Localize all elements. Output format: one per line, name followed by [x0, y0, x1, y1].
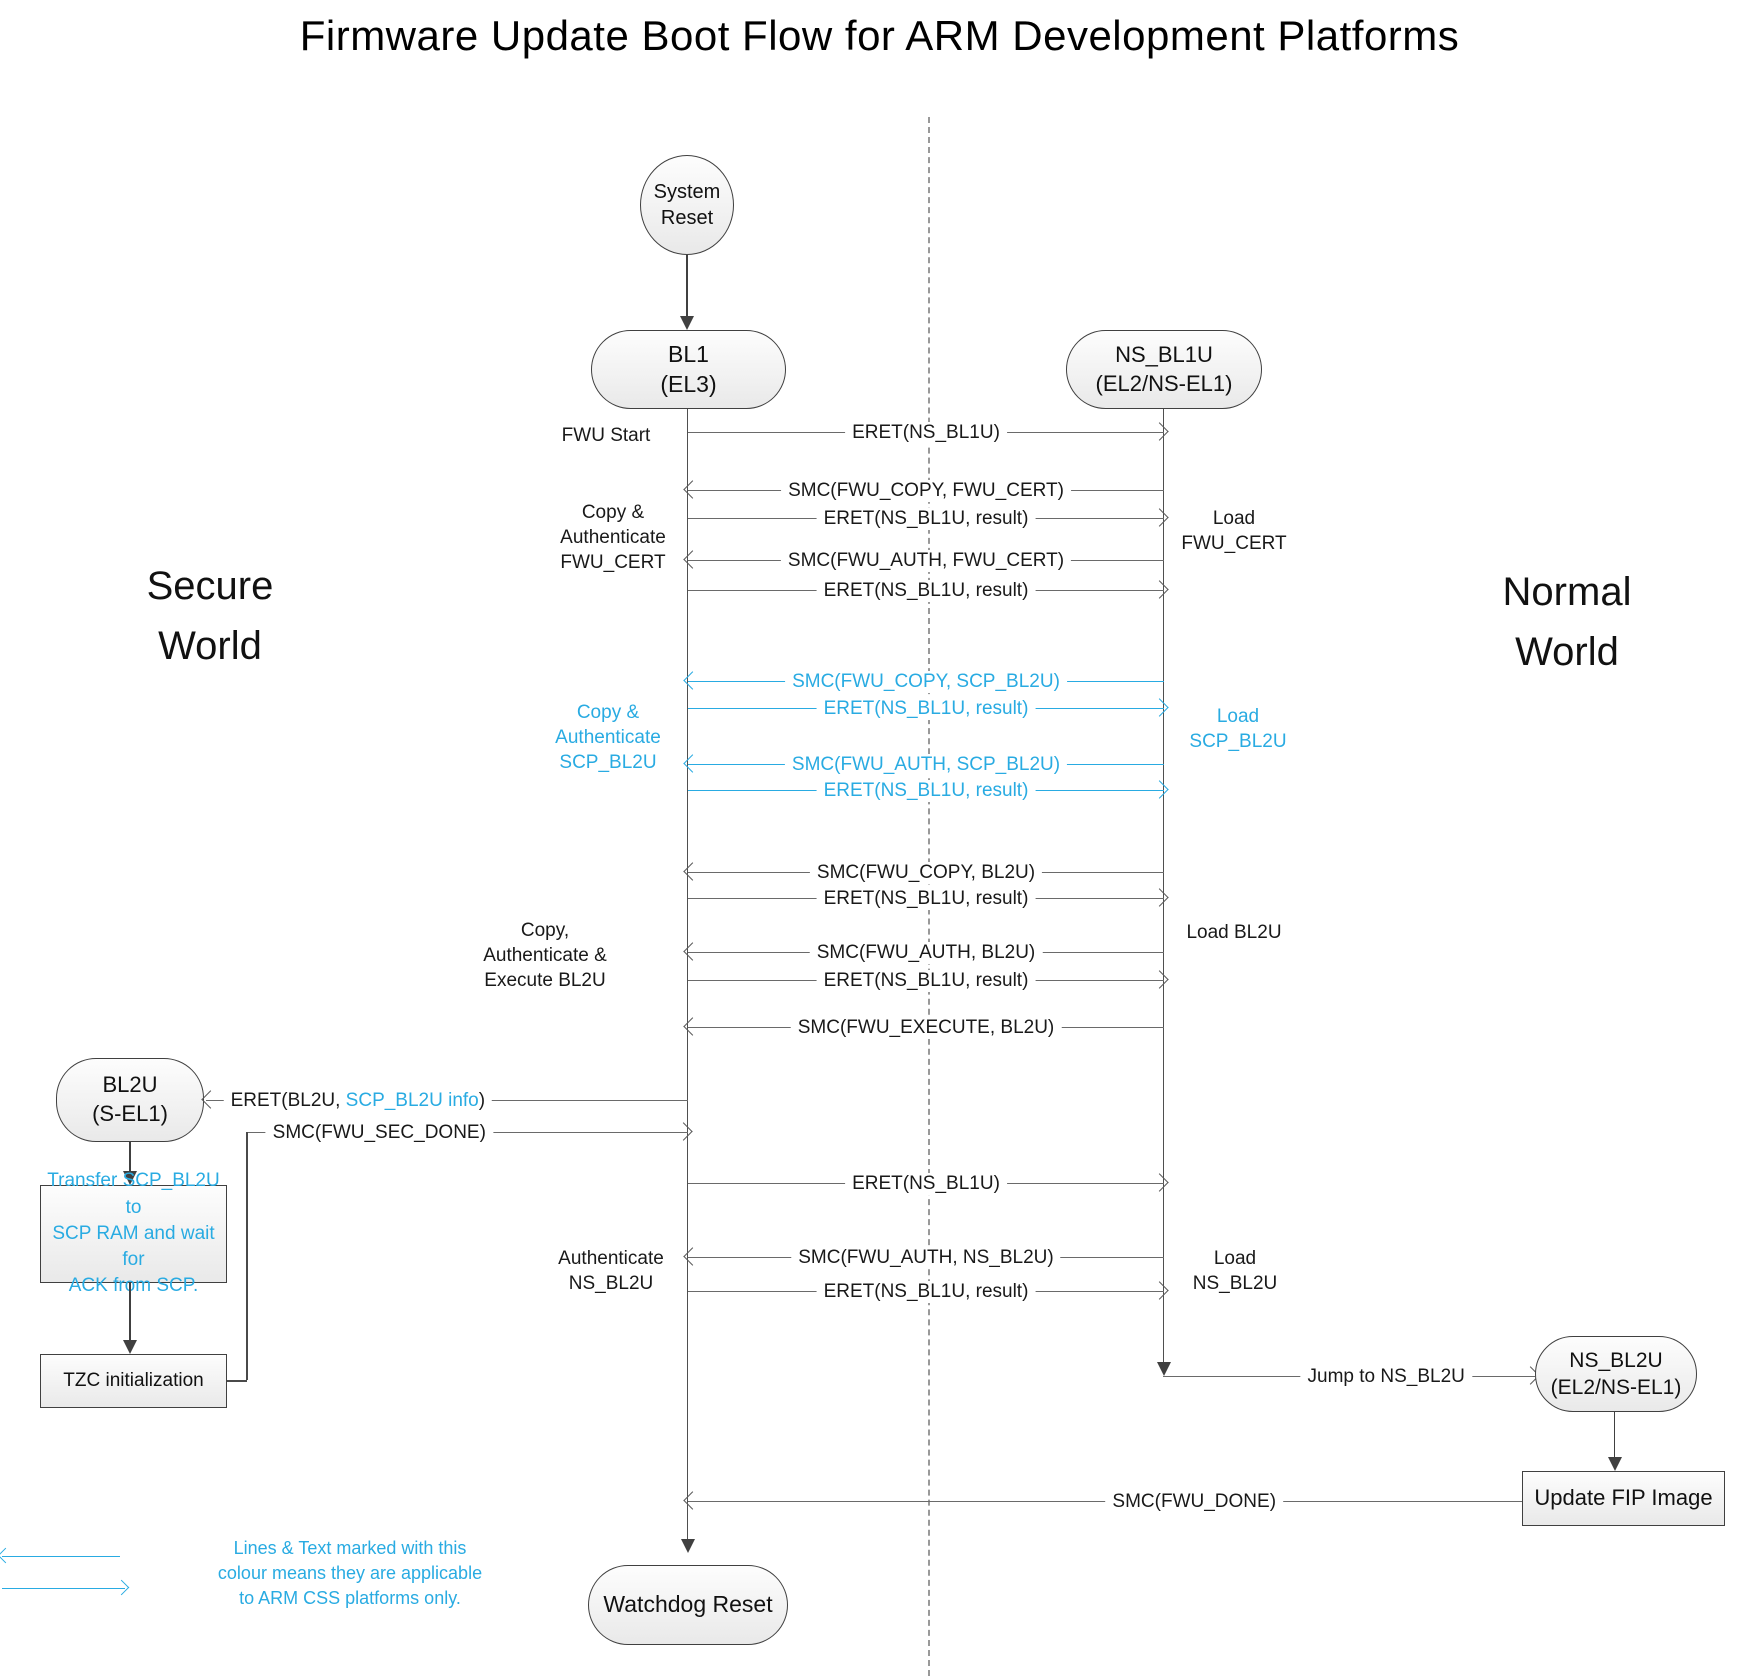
- stage-label-load-ns-bl2u: Load NS_BL2U: [1192, 1248, 1278, 1294]
- arrowhead-left-icon: [201, 1090, 220, 1109]
- arrowhead-into-watchdog-reset: [681, 1539, 695, 1553]
- arrowhead-right-icon: [1150, 1281, 1169, 1300]
- arrowhead-into-bl1: [680, 316, 694, 330]
- stage-label-copy-auth-scp-bl2u: Copy & Authenticate SCP_BL2U: [555, 702, 661, 773]
- stage-label-copy-auth-exec-bl2u: Copy, Authenticate & Execute BL2U: [483, 920, 607, 991]
- arrowhead-left-icon: [0, 1547, 14, 1564]
- box-update-fip-image: Update FIP Image: [1522, 1471, 1725, 1526]
- box-transfer-scp-bl2u: Transfer SCP_BL2U to SCP RAM and wait fo…: [40, 1170, 227, 1296]
- diagram-title: Firmware Update Boot Flow for ARM Develo…: [299, 12, 1460, 59]
- stage-label-fwu-start: FWU Start: [561, 425, 651, 446]
- node-watchdog-reset: Watchdog Reset: [588, 1565, 788, 1645]
- arrowhead-right-icon: [1150, 1173, 1169, 1192]
- node-ns-bl2u: NS_BL2U (EL2/NS-EL1): [1535, 1336, 1697, 1412]
- bl1-lifeline: [687, 409, 688, 1539]
- arrowhead-right-icon: [1150, 888, 1169, 907]
- secure-world-label: Secure World: [146, 564, 274, 668]
- flow-line-ns-bl2u-to-update-fip: [1614, 1412, 1615, 1457]
- connector-tzc-right-edge: [227, 1380, 247, 1382]
- stage-label-load-bl2u: Load BL2U: [1186, 922, 1282, 943]
- stage-label-load-scp-bl2u: Load SCP_BL2U: [1189, 706, 1287, 752]
- box-tzc-initialization: TZC initialization: [40, 1354, 227, 1408]
- flow-line-system-reset-to-bl1: [686, 255, 688, 317]
- arrowhead-ns-bl1u-lifeline-end: [1157, 1362, 1171, 1376]
- arrowhead-into-update-fip: [1608, 1457, 1622, 1471]
- flow-line-transfer-to-tzc: [129, 1283, 131, 1340]
- arrowhead-right-icon: [113, 1579, 130, 1596]
- arrowhead-right-icon: [1150, 580, 1169, 599]
- arrowhead-right-icon: [1150, 780, 1169, 799]
- transition-eret-bl2u-label: ERET(BL2U, SCP_BL2U info): [223, 1090, 493, 1112]
- ns-bl1u-lifeline: [1163, 409, 1164, 1362]
- arrowhead-right-icon: [1150, 970, 1169, 989]
- arrowhead-right-icon: [674, 1122, 693, 1141]
- normal-world-label: Normal World: [1502, 570, 1632, 674]
- arrowhead-into-tzc-box: [123, 1340, 137, 1354]
- arrowhead-right-icon: [1150, 508, 1169, 527]
- arrowhead-into-transfer-box: [123, 1171, 137, 1185]
- node-ns-bl1u: NS_BL1U (EL2/NS-EL1): [1066, 330, 1262, 409]
- stage-label-copy-auth-fwu-cert: Copy & Authenticate FWU_CERT: [560, 502, 666, 573]
- flow-line-bl2u-to-transfer: [129, 1142, 131, 1171]
- legend-note: Lines & Text marked with this colour mea…: [217, 1538, 483, 1609]
- node-bl2u: BL2U (S-EL1): [56, 1058, 204, 1142]
- stage-label-authenticate-ns-bl2u: Authenticate NS_BL2U: [558, 1248, 664, 1294]
- arrowhead-right-icon: [1150, 698, 1169, 717]
- connector-tzc-to-smc-sec-done: [246, 1132, 248, 1380]
- node-bl1: BL1 (EL3): [591, 330, 786, 409]
- arrowhead-right-icon: [1150, 422, 1169, 441]
- stage-label-load-fwu-cert: Load FWU_CERT: [1181, 508, 1287, 554]
- node-system-reset: System Reset: [640, 155, 734, 255]
